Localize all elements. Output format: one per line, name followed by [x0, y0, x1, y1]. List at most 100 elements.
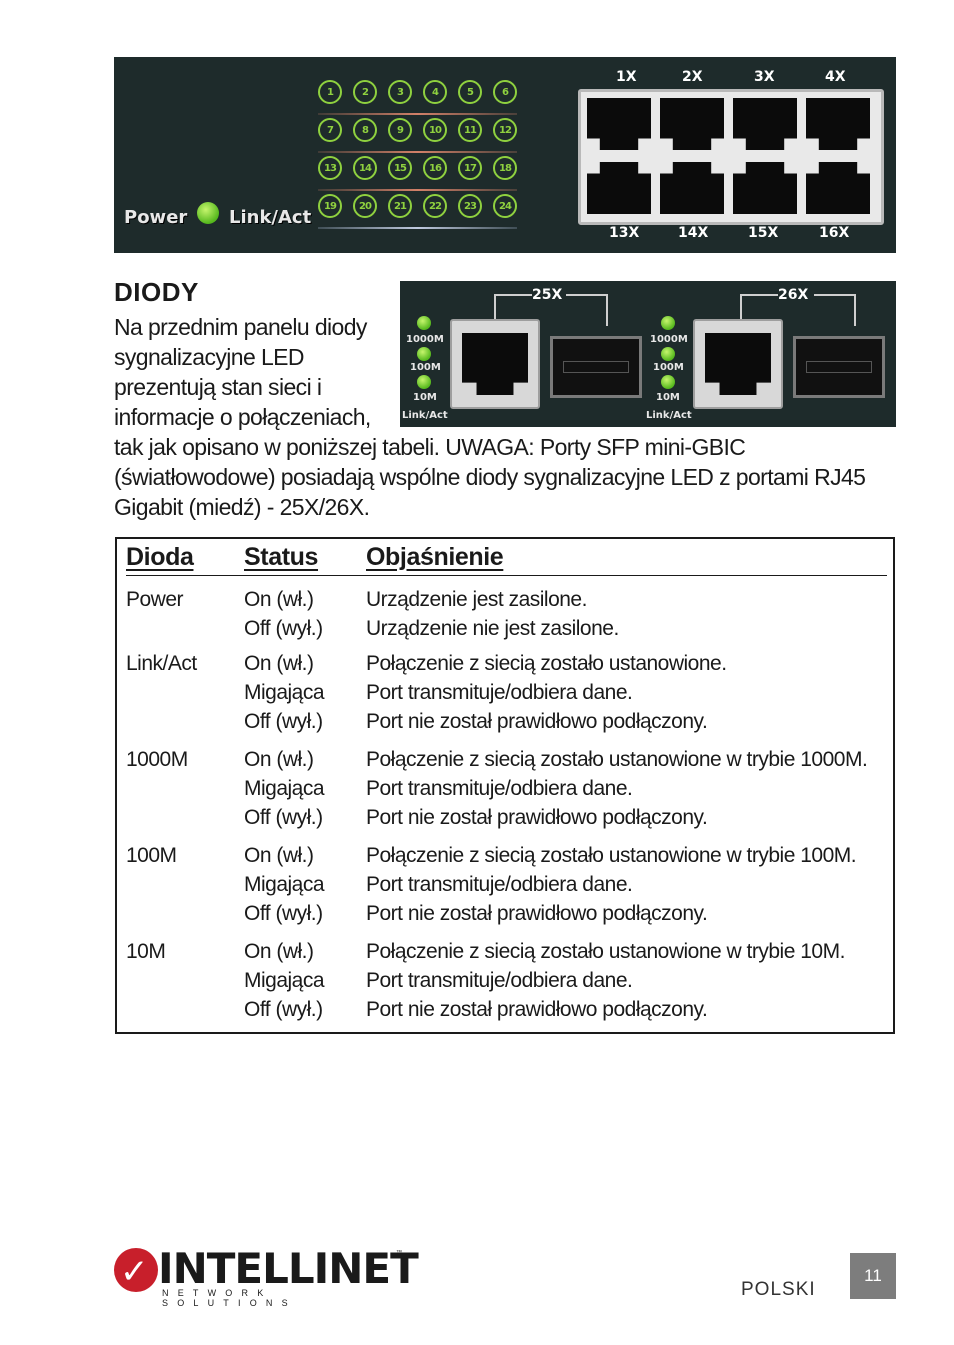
status-cell: Migająca [244, 968, 325, 992]
language-label: POLSKI [741, 1279, 816, 1300]
port-led: 20 [353, 194, 377, 218]
description-cell: Port nie został prawidłowo podłączony. [366, 709, 708, 733]
rj45-port-icon [733, 98, 797, 150]
status-cell: On (wł.) [244, 940, 314, 963]
rj45-port-icon [450, 319, 540, 409]
logo-check-icon: ✓ [114, 1248, 158, 1292]
status-cell: On (wł.) [244, 844, 314, 867]
status-column: On (wł.) Migająca Off (wył.) [244, 746, 325, 832]
led-name: 100M [126, 844, 177, 867]
led-10m-icon [417, 375, 431, 389]
description-cell: Port transmituje/odbiera dane. [366, 680, 633, 704]
bracket-line [814, 294, 856, 326]
description-cell: Port transmituje/odbiera dane. [366, 776, 633, 800]
status-cell: Off (wył.) [244, 997, 323, 1021]
port-led: 18 [493, 156, 517, 180]
section-heading: DIODY [114, 277, 199, 307]
power-led-icon [197, 202, 219, 224]
status-cell: Migająca [244, 872, 325, 896]
front-panel-image: 1 2 3 4 5 6 7 8 9 10 11 12 13 14 15 16 1… [114, 57, 896, 253]
logo-tagline: NETWORK SOLUTIONS [162, 1288, 297, 1308]
led-name: 10M [126, 940, 166, 963]
port-label: 2X [682, 69, 703, 85]
status-cell: Off (wył.) [244, 616, 323, 640]
rj45-port-block [578, 89, 884, 225]
status-cell: Migająca [244, 776, 325, 800]
status-column: On (wł.) Migająca Off (wył.) [244, 842, 325, 928]
description-cell: Połączenie z siecią zostało ustanowione … [366, 940, 845, 963]
port-led: 9 [388, 118, 412, 142]
description-cell: Urządzenie jest zasilone. [366, 588, 587, 611]
description-cell: Port nie został prawidłowo podłączony. [366, 805, 708, 829]
speed-label: 10M [656, 392, 680, 403]
description-cell: Połączenie z siecią zostało ustanowione. [366, 652, 727, 675]
led-name: Power [126, 588, 184, 611]
rj45-port-icon [806, 98, 870, 150]
port-led: 19 [318, 194, 342, 218]
status-cell: On (wł.) [244, 588, 314, 611]
rj45-port-icon [733, 162, 797, 214]
led-row-2: 7 8 9 10 11 12 [318, 111, 517, 153]
port-label: 3X [754, 69, 775, 85]
port-led: 12 [493, 118, 517, 142]
column-header: Status [244, 543, 319, 571]
led-1000m-icon [417, 316, 431, 330]
table-header: Dioda Status Objaśnienie [126, 543, 887, 576]
led-status-table: Dioda Status Objaśnienie Power On (wł.) … [115, 537, 895, 1034]
intro-text: Na przednim panelu diody sygnalizacyjne … [114, 314, 371, 430]
rj45-port-icon [660, 98, 724, 150]
port-led: 3 [388, 80, 412, 104]
status-cell: Off (wył.) [244, 709, 323, 733]
port-led: 2 [353, 80, 377, 104]
status-cell: On (wł.) [244, 652, 314, 675]
port-led: 17 [458, 156, 482, 180]
intro-text-continued: tak jak opisano w poniższej tabeli. UWAG… [114, 434, 866, 520]
bracket-line [494, 294, 532, 326]
led-row-1: 1 2 3 4 5 6 [318, 73, 517, 115]
description-column: Połączenie z siecią zostało ustanowione.… [366, 650, 727, 736]
led-row-3: 13 14 15 16 17 18 [318, 149, 517, 191]
port-led-grid: 1 2 3 4 5 6 7 8 9 10 11 12 13 14 15 16 1… [318, 73, 517, 229]
description-cell: Port nie został prawidłowo podłączony. [366, 997, 708, 1021]
port-led: 6 [493, 80, 517, 104]
port-led: 7 [318, 118, 342, 142]
port-label: 15X [748, 225, 779, 241]
rj45-port-icon [587, 98, 651, 150]
status-cell: Migająca [244, 680, 325, 704]
column-header: Dioda [126, 543, 194, 571]
led-100m-icon [417, 347, 431, 361]
speed-label: 1000M [650, 334, 688, 345]
page-number: 11 [850, 1253, 896, 1299]
description-column: Urządzenie jest zasilone. Urządzenie nie… [366, 586, 619, 644]
description-cell: Połączenie z siecią zostało ustanowione … [366, 844, 857, 867]
description-cell: Port transmituje/odbiera dane. [366, 872, 633, 896]
port-led: 23 [458, 194, 482, 218]
status-column: On (wł.) Off (wył.) [244, 586, 323, 644]
led-name: 1000M [126, 748, 188, 771]
description-cell: Port nie został prawidłowo podłączony. [366, 901, 708, 925]
description-column: Połączenie z siecią zostało ustanowione … [366, 746, 868, 832]
sfp-port-label: 26X [778, 287, 809, 303]
port-led: 24 [493, 194, 517, 218]
bracket-line [740, 294, 778, 326]
port-label: 14X [678, 225, 709, 241]
port-led: 15 [388, 156, 412, 180]
sfp-slot-icon [793, 336, 885, 398]
led-name: Link/Act [126, 652, 197, 675]
link-act-label: Link/Act [402, 410, 448, 421]
led-10m-icon [661, 375, 675, 389]
description-cell: Połączenie z siecią zostało ustanowione … [366, 748, 868, 771]
port-led: 16 [423, 156, 447, 180]
column-header: Objaśnienie [366, 543, 504, 571]
sfp-slot-icon [550, 336, 642, 398]
status-cell: On (wł.) [244, 748, 314, 771]
status-column: On (wł.) Migająca Off (wył.) [244, 938, 325, 1024]
logo-wordmark: INTELLINET [158, 1244, 419, 1293]
speed-label: 1000M [406, 334, 444, 345]
description-cell: Urządzenie nie jest zasilone. [366, 616, 619, 640]
rj45-port-icon [587, 162, 651, 214]
speed-label: 100M [410, 362, 441, 373]
rj45-port-icon [806, 162, 870, 214]
sfp-panel-image: 25X 26X 1000M 100M 10M Link/Act 1000M 10… [400, 281, 896, 427]
port-label: 4X [825, 69, 846, 85]
